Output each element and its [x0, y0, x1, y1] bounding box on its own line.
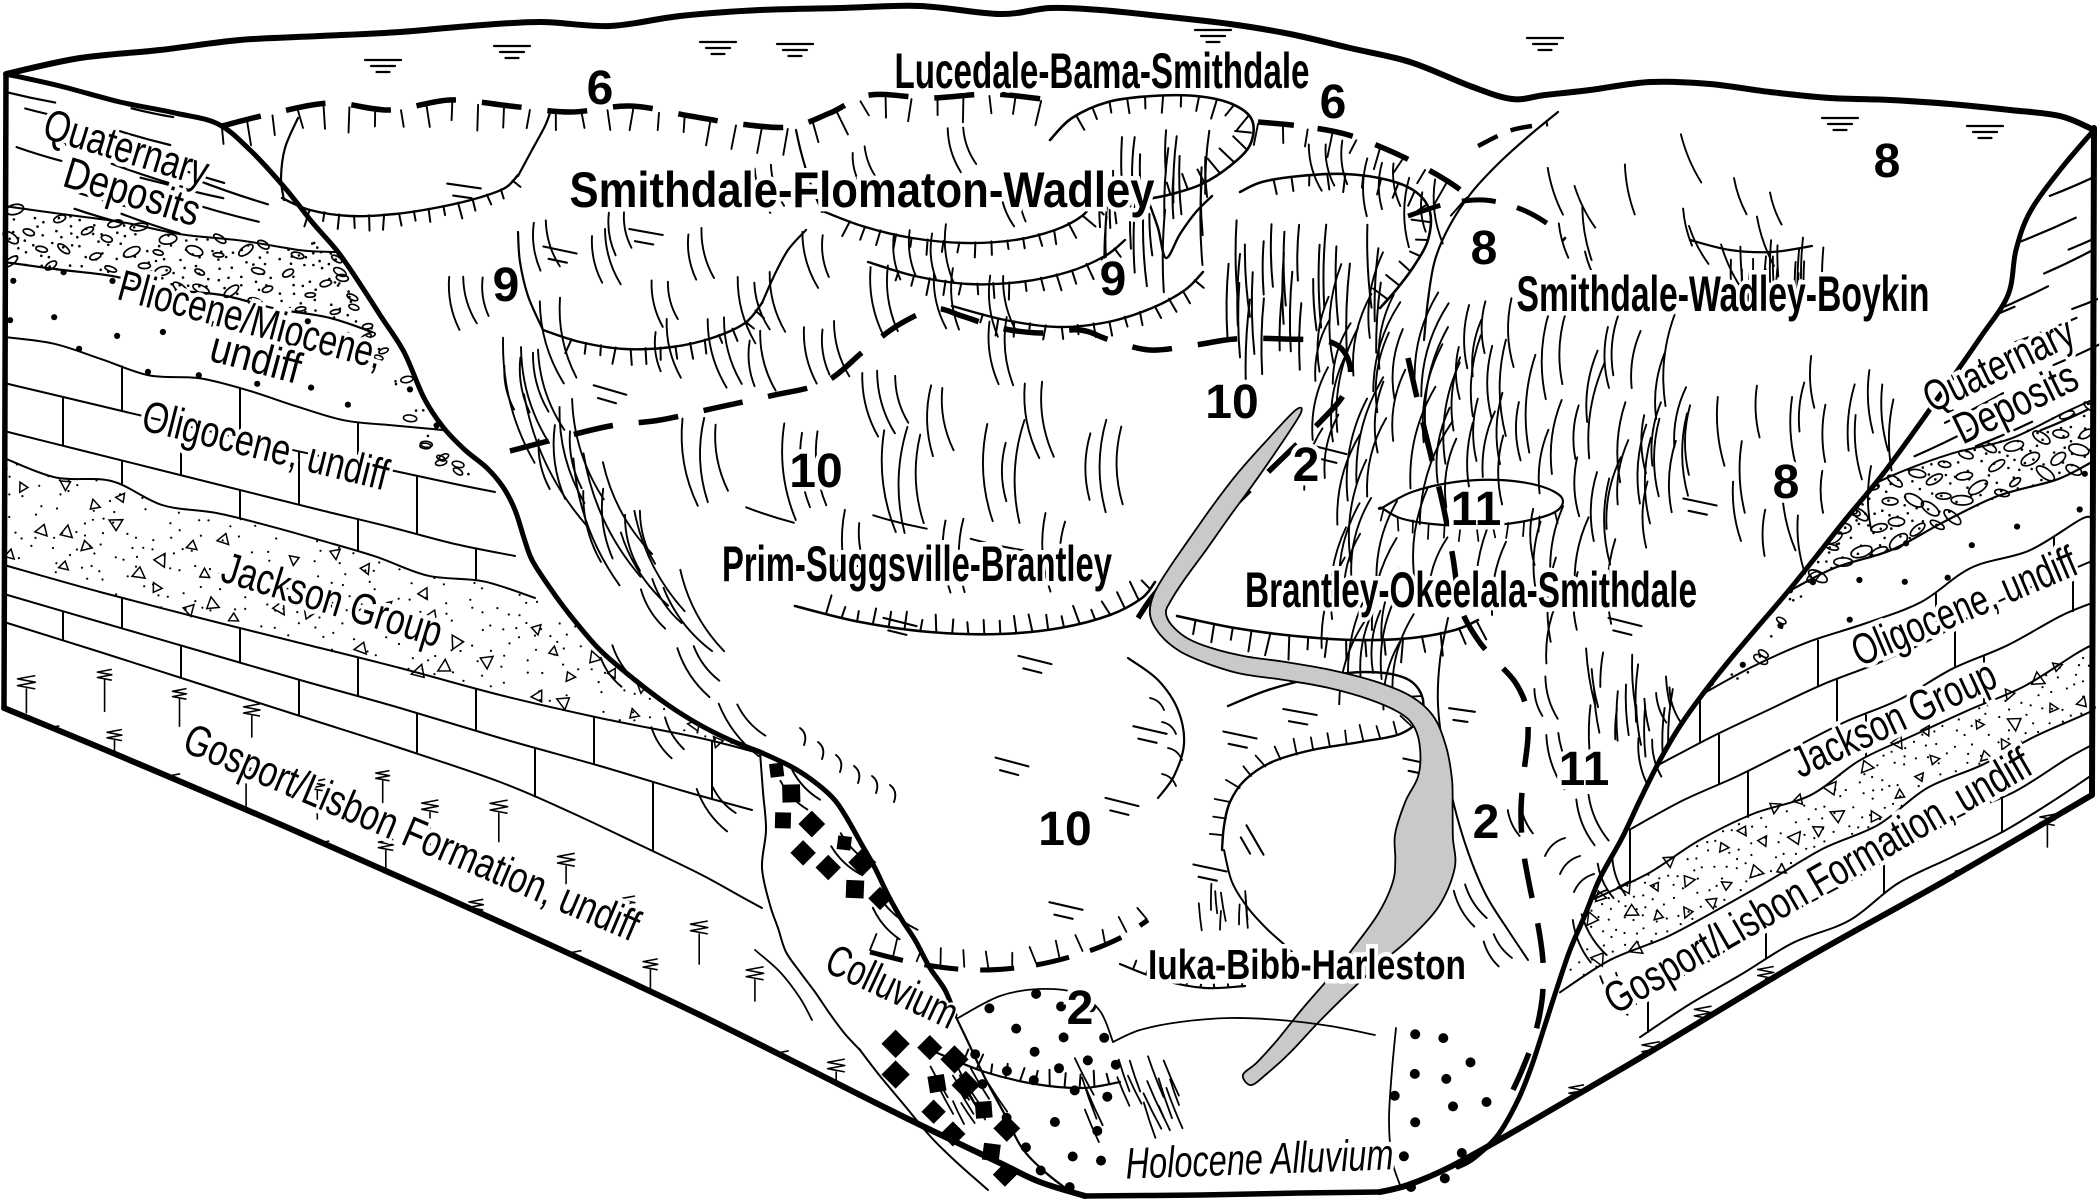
svg-text:10: 10 — [789, 445, 842, 498]
svg-text:10: 10 — [1205, 376, 1258, 429]
svg-text:6: 6 — [587, 62, 614, 115]
svg-text:2: 2 — [1067, 982, 1094, 1035]
svg-text:11: 11 — [1451, 483, 1502, 536]
svg-text:Smithdale-Wadley-Boykin: Smithdale-Wadley-Boykin — [1517, 266, 1930, 322]
svg-text:Lucedale-Bama-Smithdale: Lucedale-Bama-Smithdale — [895, 43, 1310, 99]
svg-text:2: 2 — [1293, 439, 1320, 492]
svg-text:Prim-Suggsville-Brantley: Prim-Suggsville-Brantley — [722, 536, 1112, 592]
svg-text:2: 2 — [1473, 796, 1500, 849]
svg-text:9: 9 — [1100, 253, 1127, 306]
svg-text:Brantley-Okeelala-Smithdale: Brantley-Okeelala-Smithdale — [1245, 562, 1697, 618]
svg-text:8: 8 — [1471, 222, 1498, 275]
svg-text:Iuka-Bibb-Harleston: Iuka-Bibb-Harleston — [1148, 941, 1466, 988]
svg-text:Smithdale-Flomaton-Wadley: Smithdale-Flomaton-Wadley — [570, 162, 1155, 218]
svg-text:10: 10 — [1038, 803, 1091, 856]
svg-text:Holocene Alluvium: Holocene Alluvium — [1125, 1130, 1395, 1188]
svg-text:8: 8 — [1874, 135, 1901, 188]
svg-text:6: 6 — [1320, 76, 1347, 129]
svg-text:11: 11 — [1559, 743, 1610, 796]
svg-text:9: 9 — [493, 259, 520, 312]
svg-text:8: 8 — [1773, 456, 1800, 509]
